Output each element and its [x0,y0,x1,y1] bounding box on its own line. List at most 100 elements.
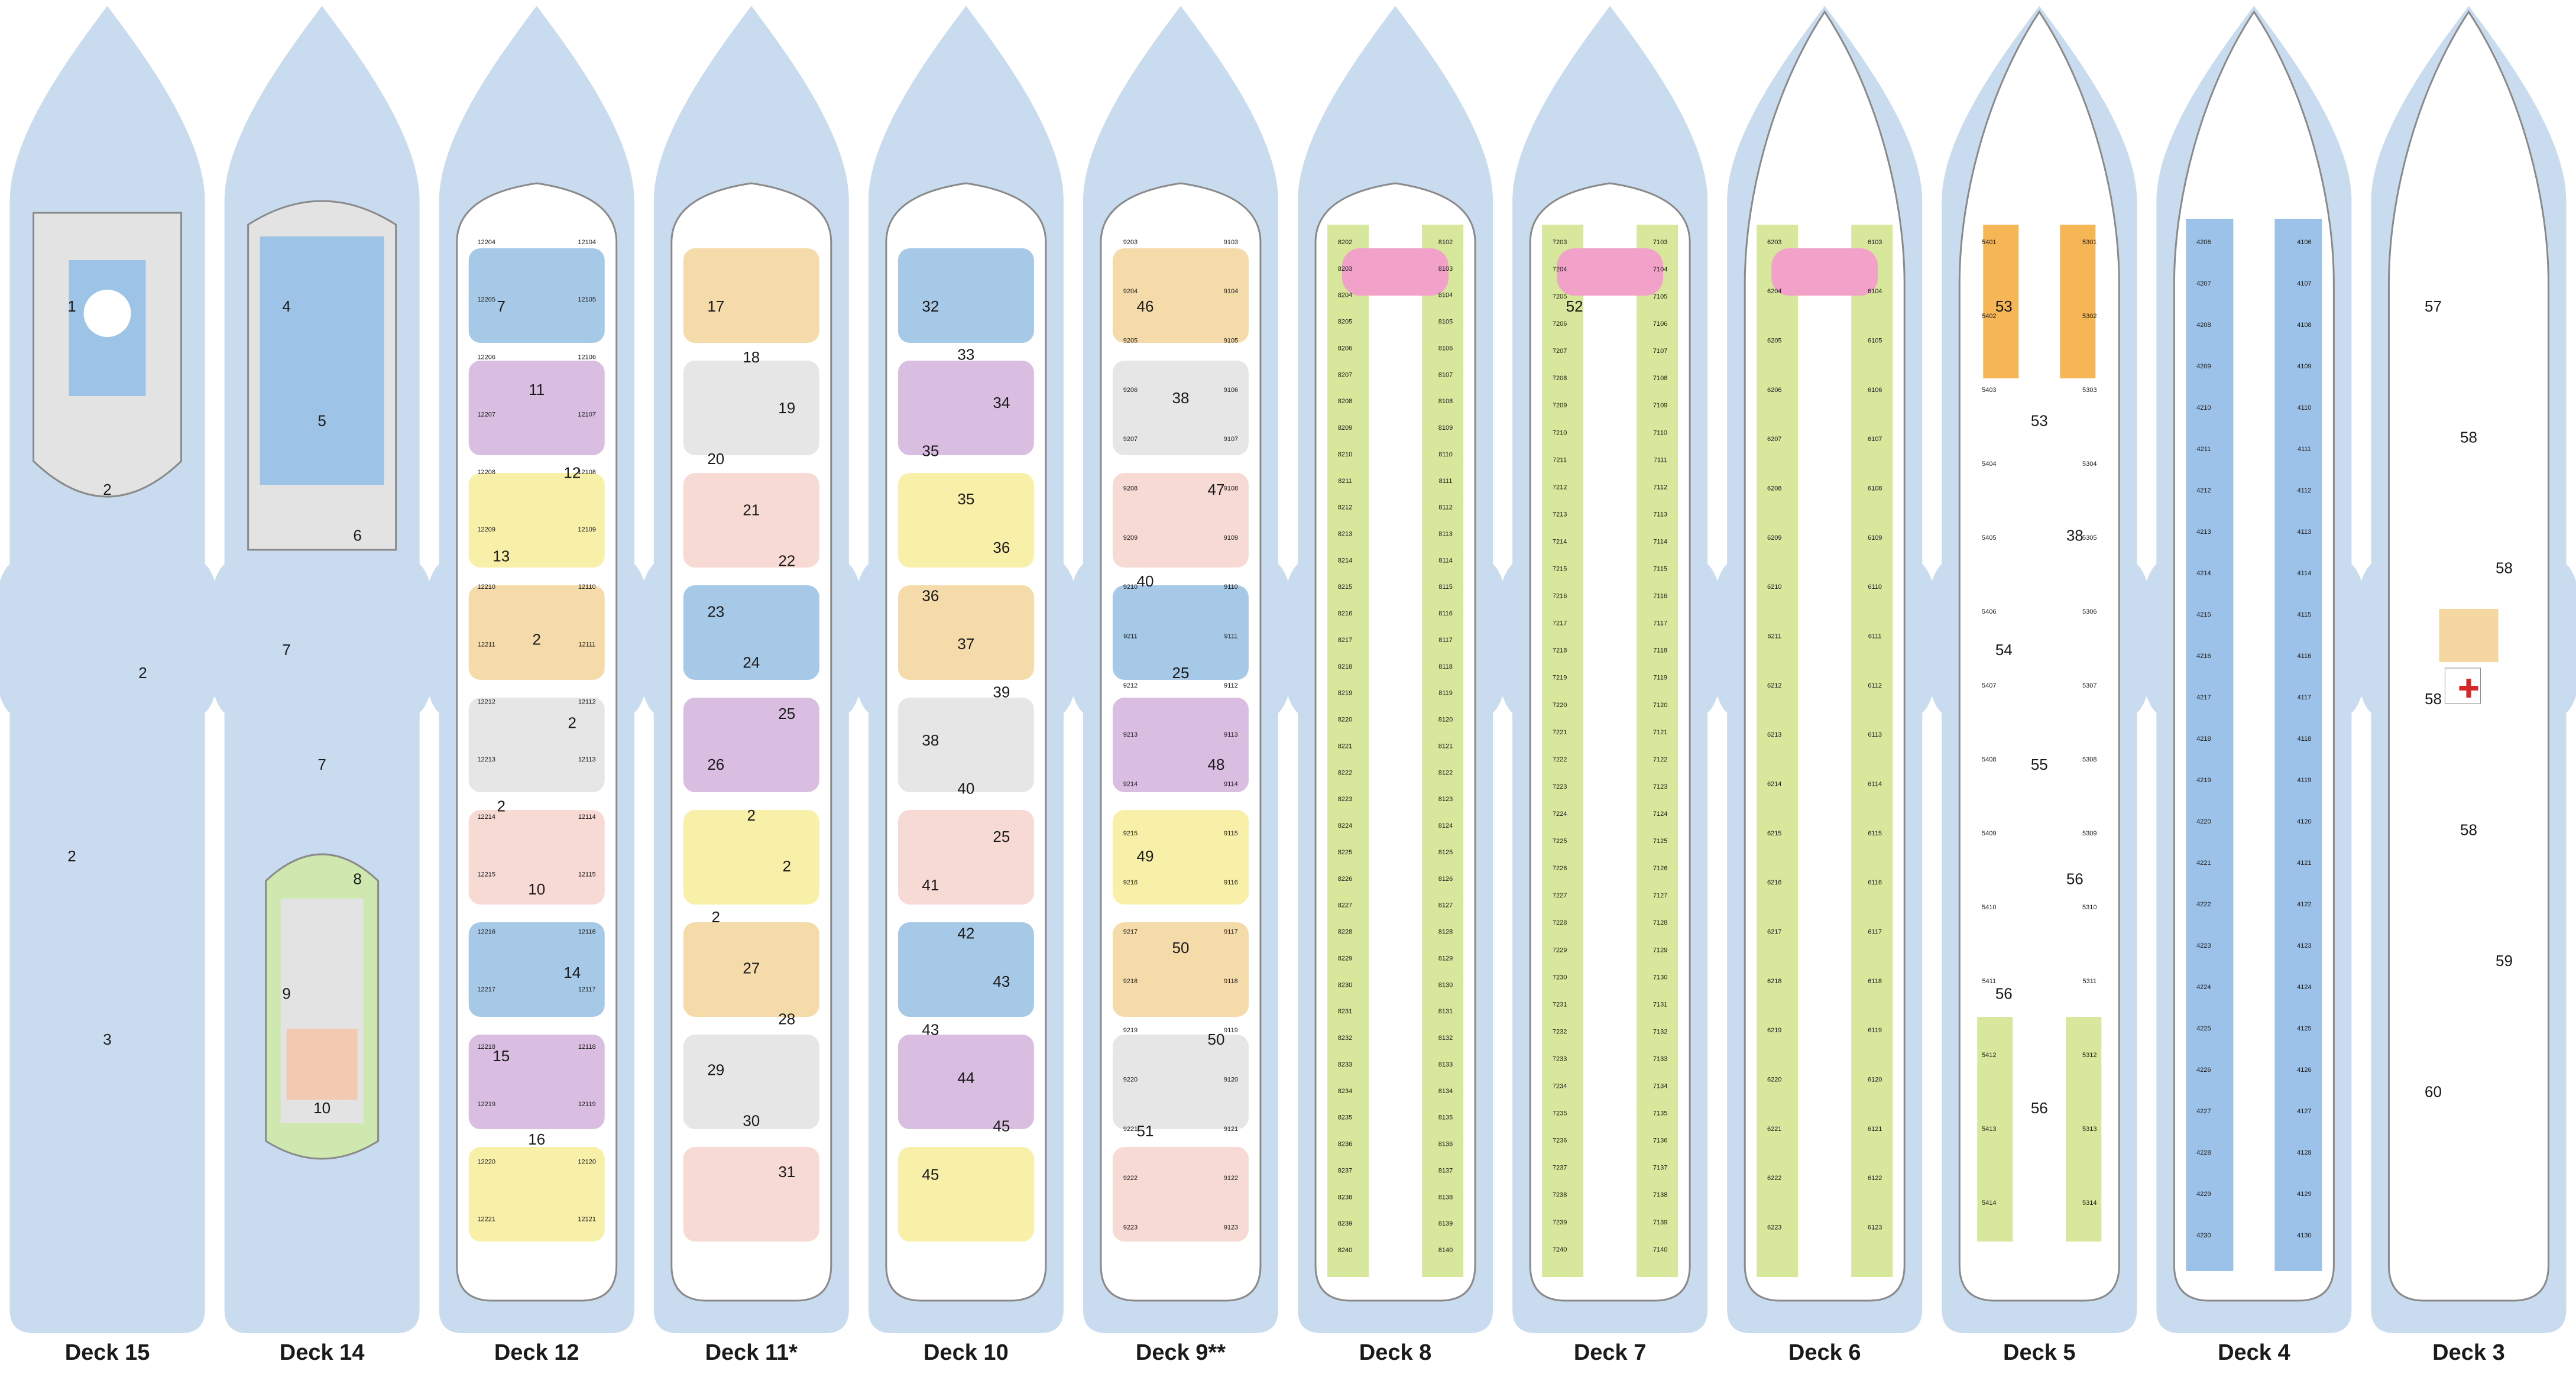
cabin-number: 8123 [1438,796,1453,803]
cabin-number: 6208 [1767,485,1781,492]
cabin-number: 4114 [2298,570,2312,577]
cabin-number: 9214 [1123,781,1138,788]
cabin-number: 7204 [1553,266,1567,273]
cabin-number: 7226 [1553,865,1567,872]
cabin-number: 9215 [1123,830,1138,837]
cabin-number: 12211 [478,641,495,648]
cabin-number: 8218 [1338,663,1352,670]
venue-marker: 30 [743,1112,760,1130]
cabin-number: 9106 [1224,387,1238,394]
cabin-number: 8206 [1338,345,1352,352]
cabin-number: 4206 [2196,239,2211,246]
cabin-number: 4126 [2297,1067,2311,1074]
cabin-number: 9120 [1224,1077,1238,1084]
venue-area [2439,609,2499,662]
venue-area [1112,922,1249,1017]
cabin-number: 7223 [1553,783,1567,790]
suite-block [1557,248,1664,296]
cabin-number: 7132 [1653,1028,1667,1035]
deck-label: Deck 8 [1359,1340,1432,1365]
cabin-number: 8212 [1338,504,1352,511]
cabin-number: 6207 [1767,436,1781,443]
cabin-number: 4218 [2196,735,2211,743]
venue-area [468,585,605,680]
cabin-number: 5409 [1982,830,1996,837]
cabin-number: 8139 [1438,1220,1453,1227]
cabin-number: 8237 [1338,1167,1352,1174]
deck-label: Deck 9** [1136,1340,1226,1365]
venue-marker: 45 [922,1165,939,1183]
cabin-number: 8128 [1438,929,1453,936]
cabin-number: 4223 [2196,942,2211,949]
cabin-number: 7232 [1553,1028,1567,1035]
cabin-number: 12118 [578,1043,596,1051]
cabin-number: 8226 [1338,876,1352,883]
venue-area [897,585,1034,680]
cabin-number: 7227 [1553,892,1567,899]
cabin-number: 12216 [477,929,495,936]
venue-area [468,473,605,568]
cabin-number: 9212 [1123,682,1138,689]
cabin-number: 8235 [1338,1114,1352,1122]
cabin-number: 6210 [1767,584,1781,591]
cabin-number: 5410 [1982,904,1996,911]
cabin-number: 8217 [1338,637,1352,644]
cabin-number: 8103 [1438,265,1453,273]
cabin-number: 9203 [1123,239,1138,246]
cabin-number: 4120 [2297,818,2311,825]
cabin-number: 6108 [1868,485,1882,492]
cabin-number: 9111 [1224,633,1238,640]
venue-area [468,361,605,455]
cabin-number: 12119 [578,1101,596,1108]
cabin-number: 8214 [1338,557,1352,564]
cabin-number: 8114 [1438,557,1453,564]
cabin-number: 6223 [1767,1224,1781,1231]
venue-area [683,248,819,343]
cabin-number: 7214 [1553,538,1567,545]
venue-marker: 42 [957,924,974,942]
cabin-number: 7137 [1653,1165,1667,1172]
cabin-block [1757,225,1799,1277]
cabin-number: 8108 [1438,398,1453,405]
cabin-number: 9103 [1224,239,1238,246]
cabin-number: 9209 [1123,534,1138,542]
cabin-number: 9206 [1123,387,1138,394]
deck-column: 5401540254035404540554065407540854095410… [1924,6,2155,1365]
cabin-number: 5403 [1982,387,1996,394]
cabin-number: 4130 [2297,1232,2311,1239]
venue-marker: 38 [2066,526,2084,544]
cabin-number: 12104 [578,239,596,246]
cabin-number: 4106 [2297,239,2311,246]
cabin-number: 6119 [1868,1027,1882,1034]
cabin-number: 7216 [1553,593,1567,600]
cabin-block [2186,219,2234,1271]
cabin-number: 4211 [2197,446,2211,453]
deck-column: 8202820382048205820682078208820982108211… [1280,6,1511,1365]
cabin-block [1851,225,1893,1277]
venue-marker: 31 [778,1163,795,1181]
cabin-number: 12106 [578,354,596,361]
venue-area [1112,473,1249,568]
cabin-number: 8202 [1338,239,1352,246]
cabin-number: 6123 [1868,1224,1882,1231]
cabin-number: 12114 [578,813,596,821]
cabin-number: 8138 [1438,1194,1453,1201]
cabin-number: 9207 [1123,436,1138,443]
cabin-number: 8134 [1438,1088,1453,1095]
venue-area [1112,585,1249,680]
cabin-number: 4229 [2196,1191,2211,1198]
venue-area [1112,698,1249,792]
cabin-number: 4108 [2297,322,2311,329]
venue-marker: 8 [353,870,361,888]
cabin-number: 7235 [1553,1110,1567,1117]
deck-column: 1220412205122061220712208122091221012211… [421,6,652,1365]
cabin-number: 7231 [1553,1001,1567,1008]
cabin-number: 12113 [578,756,596,763]
cabin-number: 7124 [1653,811,1667,818]
cabin-number: 5402 [1982,313,1996,320]
venue-marker: 7 [282,641,290,659]
deck-label: Deck 3 [2432,1340,2505,1365]
cabin-number: 8107 [1438,371,1453,378]
cabin-number: 8111 [1439,478,1453,485]
cabin-number: 4123 [2297,942,2311,949]
